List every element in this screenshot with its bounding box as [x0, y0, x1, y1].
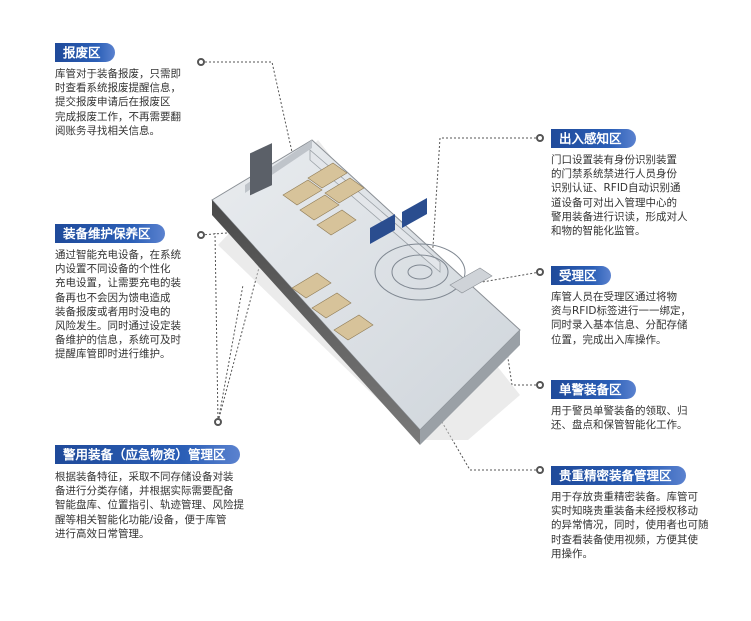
screen-1 — [370, 214, 395, 244]
zone-title-valuable: 贵重精密装备管理区 — [551, 466, 686, 485]
screen-2 — [402, 198, 427, 228]
zone-desc-valuable: 用于存放贵重精密装备。库管可实时知晓贵重装备未经授权移动的异常情况，同时，使用者… — [551, 491, 709, 560]
zone-desc-single: 用于警员单警装备的领取、归还、盘点和保管智能化工作。 — [551, 405, 688, 432]
zone-desc-scrap: 库管对于装备报废，只需即时查看系统报废提醒信息，提交报废申请后在报废区完成报废工… — [55, 68, 181, 137]
leader-scrap — [201, 61, 297, 171]
zone-title-scrap: 报废区 — [55, 43, 115, 62]
zone-desc-entry: 门口设置装有身份识别装置的门禁系统禁进行人员身份识别认证、RFID自动识别通道设… — [551, 154, 688, 238]
leader-entry — [431, 137, 540, 263]
outer-wall-left — [212, 200, 420, 445]
zone-desc-police: 根据装备特征，采取不同存储设备对装备进行分类存储，并根据实际需要配备智能盘库、位… — [55, 471, 244, 540]
dot-reception — [536, 268, 544, 276]
dot-entry — [536, 134, 544, 142]
leader-reception — [464, 271, 541, 286]
zone-desc-reception: 库管人员在受理区通过将物资与RFID标签进行一一绑定，同时录入基本信息、分配存储… — [551, 291, 692, 346]
zone-desc-maintenance: 通过智能充电设备，在系统内设置不同设备的个性化充电设置，让需要充电的装备再也不会… — [55, 249, 181, 361]
outer-wall-right — [420, 330, 520, 445]
dot-valuable — [536, 466, 544, 474]
inner-wall — [309, 149, 441, 273]
zone-title-reception: 受理区 — [551, 266, 611, 285]
reception-floor-pattern — [374, 243, 466, 301]
zone-title-single: 单警装备区 — [551, 380, 636, 399]
reception-desk — [449, 267, 493, 294]
shelf-scrap — [250, 143, 272, 196]
dot-scrap — [197, 58, 205, 66]
dot-police — [214, 418, 222, 426]
dot-maintenance — [197, 231, 205, 239]
storage-boxes-lower — [291, 272, 374, 341]
zone-title-entry: 出入感知区 — [551, 129, 636, 148]
storage-boxes-upper — [282, 162, 365, 236]
zone-title-police: 警用装备（应急物资）管理区 — [55, 445, 240, 464]
dot-single — [536, 381, 544, 389]
zone-title-maintenance: 装备维护保养区 — [55, 224, 165, 243]
